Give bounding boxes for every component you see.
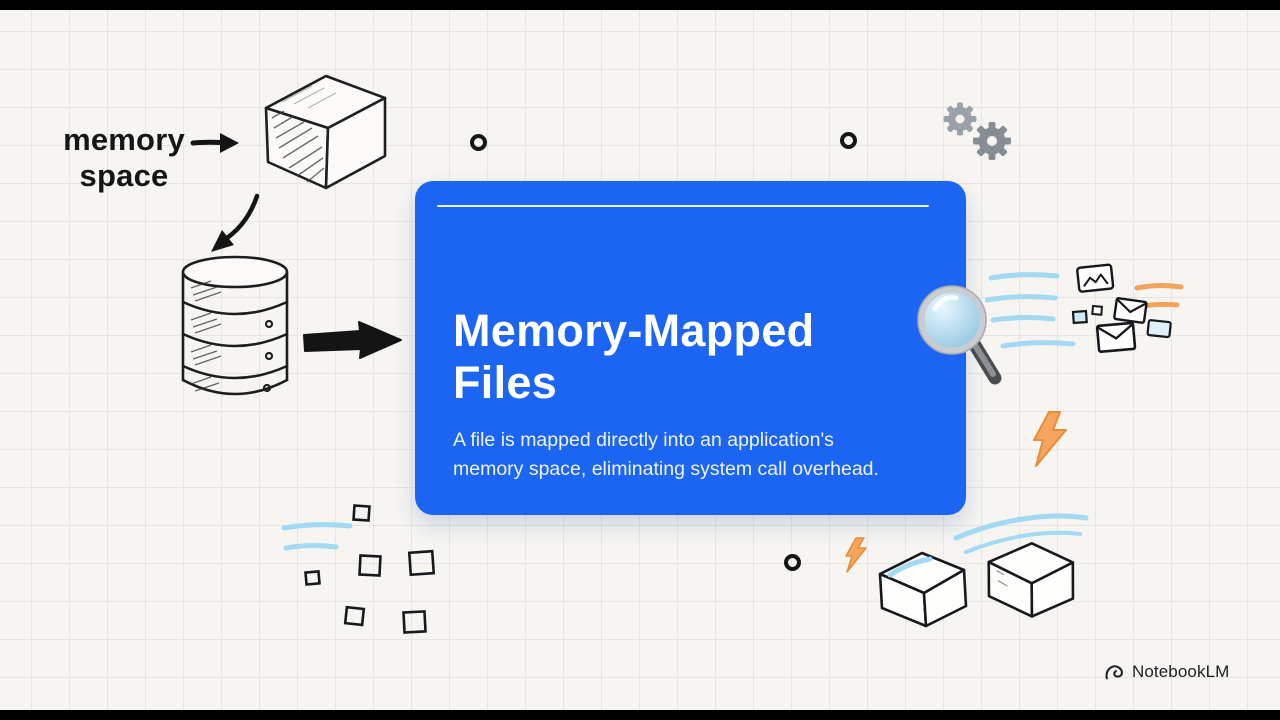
letterbox-top <box>0 0 1280 10</box>
gears-icon <box>943 102 1011 160</box>
brand-name: NotebookLM <box>1132 662 1230 681</box>
arrow-curved-down-icon <box>211 193 260 252</box>
ring-dot-icon <box>470 134 487 151</box>
mail-media-cluster-icon <box>985 263 1184 354</box>
squares-cluster-icon <box>281 504 436 634</box>
ring-dot-icon <box>784 554 801 571</box>
notebooklm-logo-icon <box>1105 665 1123 680</box>
info-card: Memory-Mapped Files A file is mapped dir… <box>415 181 966 515</box>
database-sketch-icon <box>181 255 289 396</box>
arrow-right-small-icon <box>190 133 239 153</box>
memory-space-label: memory space <box>63 122 185 193</box>
lightning-bolt-icon <box>1033 411 1067 467</box>
boxes-cluster-icon <box>845 513 1089 628</box>
card-divider-line <box>437 205 929 207</box>
card-title: Memory-Mapped Files <box>453 305 815 409</box>
letterbox-bottom <box>0 710 1280 720</box>
magnifier-icon <box>917 285 1002 385</box>
arrow-right-thick-icon <box>303 321 402 359</box>
brand-footer: NotebookLM <box>1104 662 1229 682</box>
card-description: A file is mapped directly into an applic… <box>453 429 879 481</box>
ring-dot-icon <box>840 132 857 149</box>
cube-sketch-icon <box>264 74 387 190</box>
